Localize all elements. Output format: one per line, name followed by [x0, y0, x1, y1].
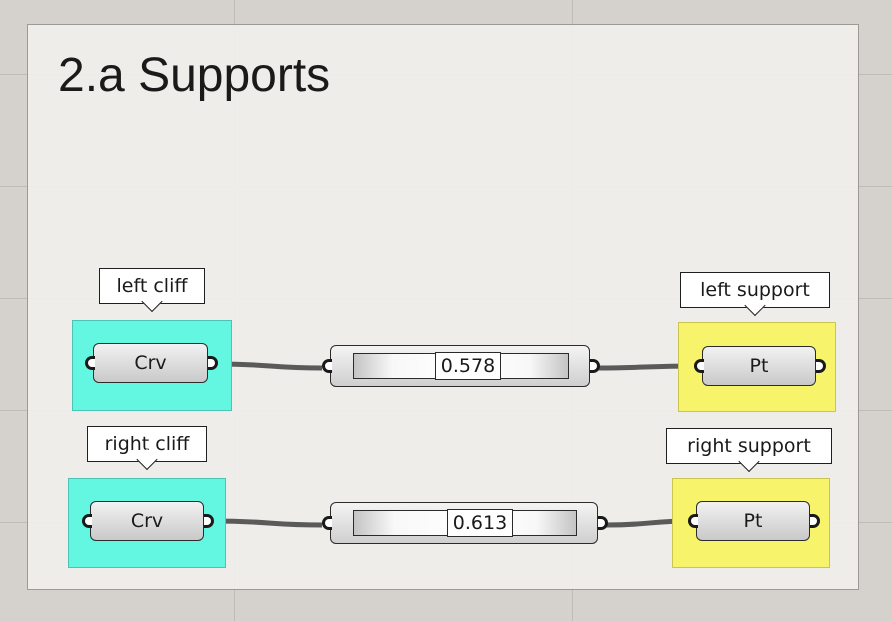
slider-value[interactable]: 0.613: [447, 509, 513, 537]
scribble-label: right cliff: [87, 426, 207, 462]
wire-crv-to-slider[interactable]: [211, 518, 323, 528]
point-label: right support: [687, 435, 811, 457]
curve-param-component[interactable]: Crv: [93, 343, 208, 383]
input-grip[interactable]: [694, 359, 704, 373]
group-title: 2.a Supports: [58, 49, 331, 102]
point-param-component[interactable]: Pt: [702, 346, 816, 386]
output-grip[interactable]: [816, 359, 826, 373]
scribble-label: left cliff: [99, 268, 205, 304]
point-param-component[interactable]: Pt: [696, 501, 810, 541]
point-param-label: Pt: [743, 510, 763, 532]
number-slider[interactable]: 0.613: [330, 502, 598, 544]
input-grip[interactable]: [322, 359, 332, 373]
curve-param-component[interactable]: Crv: [90, 501, 204, 541]
output-grip[interactable]: [590, 359, 600, 373]
curve-param-label: Crv: [134, 352, 167, 374]
point-label: left support: [700, 279, 810, 301]
output-grip[interactable]: [208, 356, 218, 370]
input-grip[interactable]: [85, 356, 95, 370]
curve-label: right cliff: [104, 433, 190, 455]
number-slider[interactable]: 0.578: [330, 345, 590, 387]
input-grip[interactable]: [322, 516, 332, 530]
input-grip[interactable]: [82, 514, 92, 528]
output-grip[interactable]: [598, 516, 608, 530]
point-param-label: Pt: [749, 355, 769, 377]
curve-param-label: Crv: [130, 510, 164, 532]
slider-value[interactable]: 0.578: [435, 352, 501, 380]
output-grip[interactable]: [204, 514, 214, 528]
scribble-label: right support: [666, 428, 832, 464]
scribble-label: left support: [680, 272, 830, 308]
output-grip[interactable]: [810, 514, 820, 528]
input-grip[interactable]: [688, 514, 698, 528]
curve-label: left cliff: [116, 275, 188, 297]
